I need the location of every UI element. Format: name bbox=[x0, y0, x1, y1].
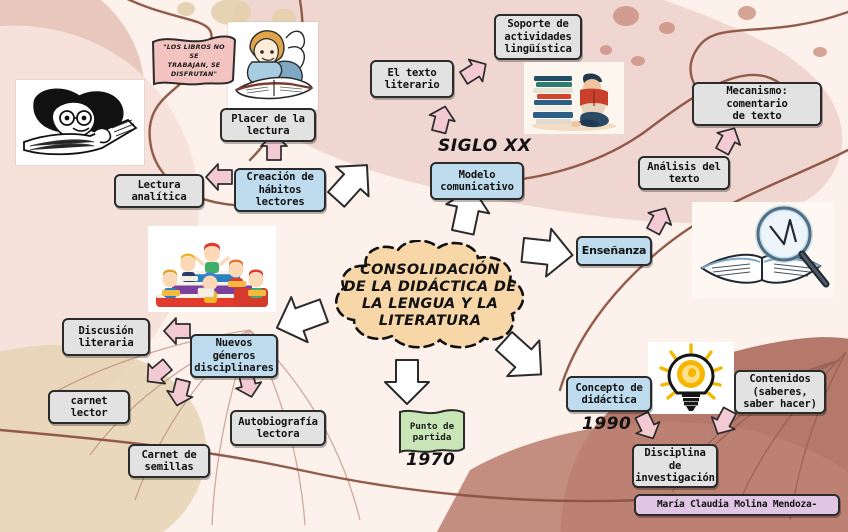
central-topic-label: CONSOLIDACIÓN DE LA DIDÁCTICA DE LA LENG… bbox=[343, 262, 517, 329]
node-ensenanza[interactable]: Enseñanza bbox=[576, 236, 652, 266]
book-magnifier-illustration bbox=[692, 202, 834, 298]
node-carnet-lector[interactable]: carnet lector bbox=[48, 390, 130, 424]
starting-point-label: Punto de partida bbox=[409, 421, 455, 443]
node-autobiografia-lectora[interactable]: Autobiografía lectora bbox=[230, 410, 326, 446]
lightbulb-illustration bbox=[648, 342, 734, 414]
node-modelo-comunicativo[interactable]: Modelo comunicativo bbox=[430, 162, 524, 200]
node-contenidos-saberes[interactable]: Contenidos (saberes, saber hacer) bbox=[734, 370, 826, 414]
era-label-siglo-xx: SIGLO XX bbox=[438, 136, 532, 156]
node-lectura-analitica[interactable]: Lectura analítica bbox=[114, 174, 204, 208]
node-soporte-de-actividades[interactable]: Soporte de actividades lingüística bbox=[494, 14, 582, 60]
node-disciplina-de-investigacion[interactable]: Disciplina de investigación bbox=[632, 444, 718, 488]
node-nuevos-generos[interactable]: Nuevos géneros disciplinares bbox=[190, 334, 278, 378]
mafalda-reading-illustration bbox=[16, 80, 144, 165]
person-with-book-stack-illustration bbox=[524, 62, 624, 134]
starting-point-banner: Punto de partida bbox=[396, 408, 468, 456]
quote-banner-text: "LOS LIBROS NO SE TRABAJAN, SE DISFRUTAN… bbox=[163, 43, 225, 78]
node-el-texto-literario[interactable]: El texto literario bbox=[370, 60, 454, 98]
era-label-1990: 1990 bbox=[582, 414, 632, 434]
central-topic: CONSOLIDACIÓN DE LA DIDÁCTICA DE LA LENG… bbox=[322, 240, 538, 352]
children-on-books-illustration bbox=[148, 226, 276, 312]
child-reading-illustration bbox=[228, 22, 318, 110]
node-discusion-literaria[interactable]: Discusión literaria bbox=[62, 318, 150, 356]
node-carnet-de-semillas[interactable]: Carnet de semillas bbox=[128, 444, 210, 478]
node-analisis-del-texto[interactable]: Análisis del texto bbox=[638, 156, 730, 190]
node-mecanismo-comentario[interactable]: Mecanismo: comentario de texto bbox=[692, 82, 822, 126]
era-label-1970: 1970 bbox=[406, 450, 456, 470]
quote-banner: "LOS LIBROS NO SE TRABAJAN, SE DISFRUTAN… bbox=[150, 34, 238, 88]
node-placer-de-la-lectura[interactable]: Placer de la lectura bbox=[220, 108, 316, 142]
node-concepto-de-didactica[interactable]: Concepto de didáctica bbox=[566, 376, 652, 412]
author-credit: María Claudia Molina Mendoza- bbox=[634, 494, 840, 516]
node-creacion-de-habitos-lectores[interactable]: Creación de hábitos lectores bbox=[234, 168, 326, 212]
